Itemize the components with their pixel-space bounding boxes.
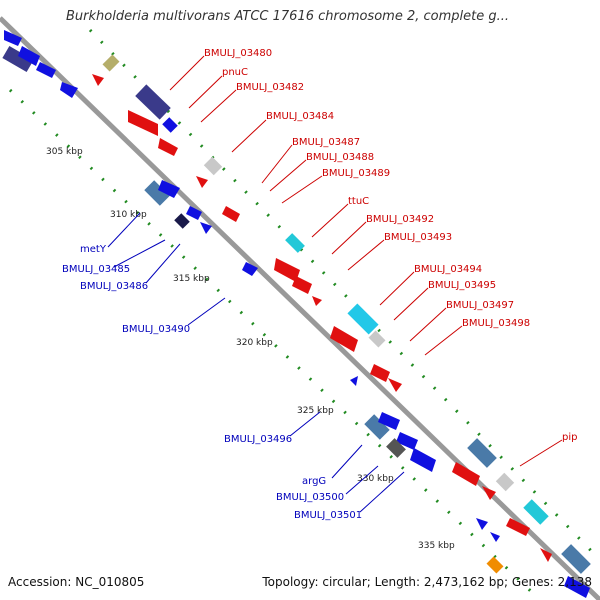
map-title: Burkholderia multivorans ATCC 17616 chro… <box>66 9 509 24</box>
gene-label-bmulj-03494: BMULJ_03494 <box>414 264 482 275</box>
gene-label-bmulj-03493: BMULJ_03493 <box>384 232 452 243</box>
gene-label-bmulj-03485: BMULJ_03485 <box>62 264 130 275</box>
gene-label-pnuc: pnuC <box>222 67 248 78</box>
chromosome-backbone <box>0 16 600 600</box>
kbp-label: 320 kbp <box>236 338 273 348</box>
gene-label-mety: metY <box>80 244 107 255</box>
kbp-label: 325 kbp <box>297 406 334 416</box>
reverse-gene-label-text: metY BMULJ_03485 BMULJ_03486 BMULJ_03490… <box>62 244 362 521</box>
gene-label-bmulj-03497: BMULJ_03497 <box>446 300 514 311</box>
gene-label-bmulj-03488: BMULJ_03488 <box>306 152 374 163</box>
gene-label-bmulj-03490: BMULJ_03490 <box>122 324 190 335</box>
topology-label: Topology: circular; Length: 2,473,162 bp… <box>262 575 592 589</box>
gene-label-bmulj-03498: BMULJ_03498 <box>462 318 530 329</box>
forward-gene-features <box>92 54 552 562</box>
gene-label-ttuc: ttuC <box>348 196 369 207</box>
gene-label-argg: argG <box>302 476 326 487</box>
forward-gene-labels <box>169 55 563 467</box>
reverse-gene-labels <box>107 212 405 513</box>
kbp-label: 315 kbp <box>173 274 210 284</box>
gene-label-bmulj-03487: BMULJ_03487 <box>292 137 360 148</box>
gene-label-bmulj-03501: BMULJ_03501 <box>294 510 362 521</box>
kbp-label: 330 kbp <box>357 474 394 484</box>
gene-label-bmulj-03480: BMULJ_03480 <box>204 48 272 59</box>
gene-label-bmulj-03484: BMULJ_03484 <box>266 111 334 122</box>
reverse-gene-features <box>2 30 591 598</box>
gene-label-bmulj-03482: BMULJ_03482 <box>236 82 304 93</box>
gene-label-bmulj-03495: BMULJ_03495 <box>428 280 496 291</box>
kbp-label: 310 kbp <box>110 210 147 220</box>
kbp-scale-labels: 305 kbp 310 kbp 315 kbp 320 kbp 325 kbp … <box>46 147 455 551</box>
gene-label-bmulj-03486: BMULJ_03486 <box>80 281 148 292</box>
gene-label-bmulj-03489: BMULJ_03489 <box>322 168 390 179</box>
gene-label-bmulj-03492: BMULJ_03492 <box>366 214 434 225</box>
kbp-label: 305 kbp <box>46 147 83 157</box>
gene-label-bmulj-03500: BMULJ_03500 <box>276 492 344 503</box>
forward-gene-label-text: BMULJ_03480 pnuC BMULJ_03482 BMULJ_03484… <box>204 48 577 443</box>
gene-label-bmulj-03496: BMULJ_03496 <box>224 434 292 445</box>
gene-label-pip: pip <box>562 432 577 443</box>
kbp-label: 335 kbp <box>418 541 455 551</box>
accession-label: Accession: NC_010805 <box>8 575 145 589</box>
